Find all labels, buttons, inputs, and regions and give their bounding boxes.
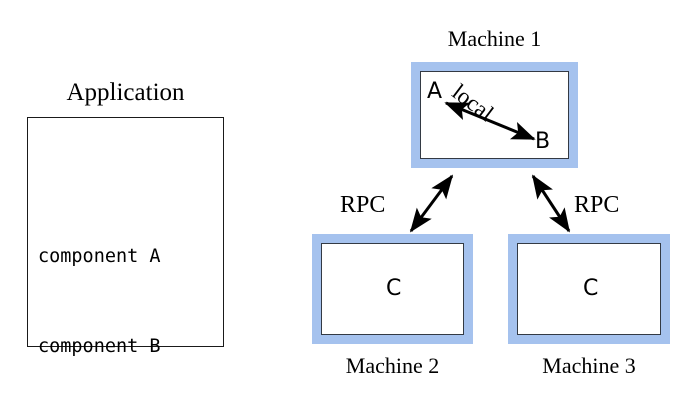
component-b-label: B [535,129,551,154]
list-item: component A [38,246,161,267]
rpc-arrow-right [531,174,571,233]
machine-1-caption: Machine 1 [447,26,542,51]
machine-2-caption: Machine 2 [345,353,440,378]
application-title: Application [66,79,185,106]
application-box [27,117,224,347]
component-a-label: A [427,79,443,104]
component-c-label-machine-3: C [583,276,599,301]
list-item: component B [38,336,161,357]
machine-3-caption: Machine 3 [542,353,636,378]
machine-3-body [517,243,661,335]
component-c-label-machine-2: C [386,276,402,301]
application-component-list: component A component B component C [38,182,161,404]
rpc-arrow-left [409,174,454,233]
rpc-left-label: RPC [340,192,386,218]
rpc-right-label: RPC [574,192,620,218]
machine-2-body [321,243,464,335]
